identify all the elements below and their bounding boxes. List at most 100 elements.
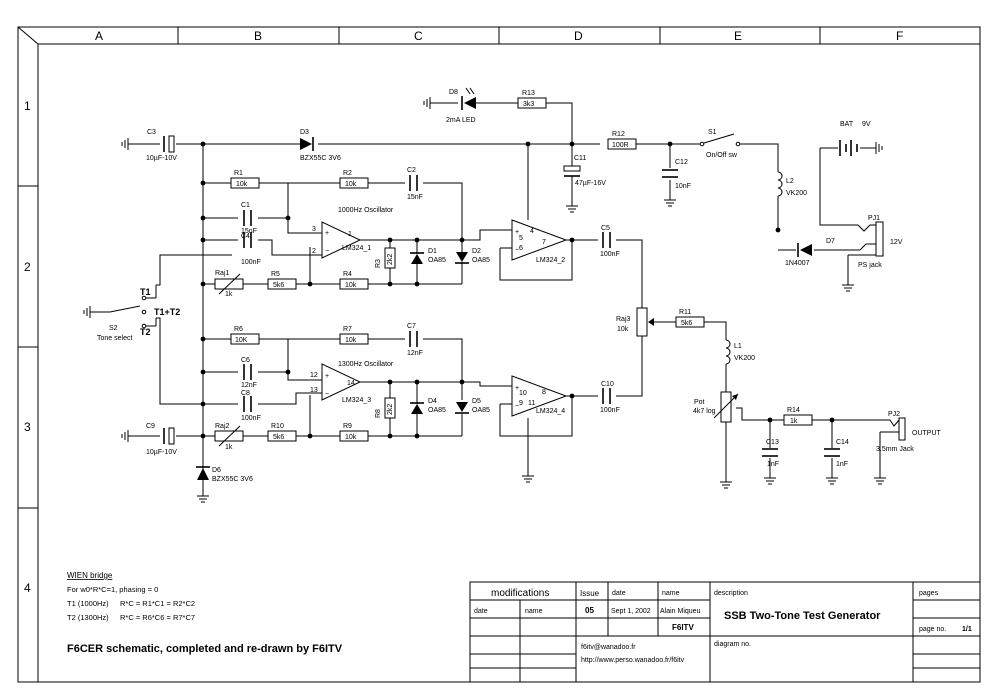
d3-zener-diode: D3 BZX55C 3V6: [300, 129, 341, 162]
r5-resistor: R5 5k6: [267, 271, 297, 290]
d1-ref: D1: [428, 248, 437, 255]
raj3-trimmer: Raj3 10k: [616, 307, 654, 337]
c3-value: 10µF-10V: [146, 155, 177, 162]
wien-bridge-notes: WIEN bridge For w0*R*C=1, phasing = 0 T1…: [67, 571, 343, 655]
svg-text:+: +: [515, 385, 519, 392]
pj2-out: OUTPUT: [912, 430, 942, 437]
svg-text:−: −: [325, 248, 329, 255]
tb-pages-header: pages: [919, 590, 939, 597]
c9-ref: C9: [146, 423, 155, 430]
c3-capacitor: C3 10µF-10V: [146, 129, 177, 162]
r7-value: 10k: [345, 337, 357, 344]
r9-ref: R9: [343, 423, 352, 430]
d4-diode: D4 OA85: [410, 398, 446, 414]
osc2-chip: LM324_3: [342, 397, 371, 404]
zone-col-d: D: [574, 29, 583, 43]
raj3-ref: Raj3: [616, 316, 631, 323]
osc1-pin-out: 1: [348, 231, 352, 238]
l2-value: VK200: [786, 190, 807, 197]
pot-volume: Pot 4k7 log: [693, 391, 739, 423]
c4-capacitor: C4 100nF: [241, 232, 261, 266]
u2-pin-5: 5: [519, 235, 523, 242]
c8-capacitor: C8 100nF: [241, 390, 261, 422]
bat-ref: BAT: [840, 121, 854, 128]
notes-line3b: R*C = R6*C6 = R7*C7: [120, 613, 195, 622]
ground-symbols: [83, 97, 886, 503]
zone-row-1: 1: [24, 99, 31, 113]
s2-t1: T1: [140, 287, 151, 297]
raj2-trimmer: Raj2 1k: [214, 423, 244, 451]
c11-ref: C11: [574, 155, 586, 162]
d5-diode: D5 OA85: [455, 398, 490, 414]
c12-ref: C12: [675, 159, 688, 166]
d3-value: BZX55C 3V6: [300, 155, 341, 162]
tb-pageno-header: page no.: [919, 626, 946, 633]
c9-capacitor: C9 10µF-10V: [146, 423, 177, 456]
c9-value: 10µF-10V: [146, 449, 177, 456]
c2-value: 15nF: [407, 194, 423, 201]
d5-ref: D5: [472, 398, 481, 405]
bat-battery: BAT 9V: [839, 121, 871, 156]
pot-value: 4k7 log: [693, 408, 716, 415]
c14-value: 1nF: [836, 461, 848, 468]
d1-value: OA85: [428, 257, 446, 264]
r4-value: 10k: [345, 282, 357, 289]
r3-ref: R3: [375, 259, 382, 268]
osc2-pin-minus: 13: [310, 387, 318, 394]
c8-ref: C8: [241, 390, 250, 397]
r2-value: 10k: [345, 181, 357, 188]
d7-diode: D7 1N4007: [785, 238, 835, 267]
d7-ref: D7: [826, 238, 835, 245]
r14-resistor: R14 1k: [783, 407, 813, 426]
d6-value: BZX55C 3V6: [212, 476, 253, 483]
r14-value: 1k: [790, 418, 798, 425]
tb-pageno: 1/1: [962, 626, 972, 633]
pj2-output-jack: PJ2 OUTPUT 3.5mm Jack: [876, 411, 942, 453]
lm324-4-opamp: + − 10 9 11 8 LM324_4: [511, 375, 568, 417]
raj1-ref: Raj1: [215, 270, 230, 277]
c5-value: 100nF: [600, 251, 620, 258]
tb-callsign: F6ITV: [672, 623, 694, 632]
svg-text:−: −: [515, 403, 519, 410]
c5-ref: C5: [601, 225, 610, 232]
c6-ref: C6: [241, 357, 250, 364]
d6-ref: D6: [212, 467, 221, 474]
u4-pin-11: 11: [528, 400, 535, 407]
c12-capacitor: C12 10nF: [662, 159, 691, 190]
r6-value: 10K: [235, 337, 248, 344]
raj1-value: 1k: [225, 291, 233, 298]
raj2-value: 1k: [225, 444, 233, 451]
tb-name-header: name: [525, 608, 543, 615]
c10-ref: C10: [601, 381, 614, 388]
u4-pin-10: 10: [519, 390, 527, 397]
l1-ref: L1: [734, 343, 742, 350]
notes-line2b: R*C = R1*C1 = R2*C2: [120, 599, 195, 608]
r1-resistor: R1 10k: [230, 170, 260, 189]
r9-resistor: R9 10k: [339, 423, 369, 442]
pj1-ref: PJ1: [868, 215, 880, 222]
tb-date2-header: date: [612, 590, 626, 597]
pj1-voltage: 12V: [890, 239, 903, 246]
svg-text:+: +: [325, 373, 329, 380]
c4-value: 100nF: [241, 259, 261, 266]
d2-value: OA85: [472, 257, 490, 264]
u4-pin-9: 9: [519, 400, 523, 407]
c7-value: 12nF: [407, 350, 423, 357]
r4-ref: R4: [343, 271, 352, 278]
r10-ref: R10: [271, 423, 284, 430]
c6-capacitor: C6 12nF: [241, 357, 257, 389]
d8-ref: D8: [449, 89, 458, 96]
pj2-ref: PJ2: [888, 411, 900, 418]
zone-col-b: B: [254, 29, 262, 43]
lm324-3-opamp: + − 12 13 14 1300Hz Oscillator LM324_3: [310, 361, 394, 404]
r10-resistor: R10 5k6: [267, 423, 297, 442]
c7-ref: C7: [407, 323, 416, 330]
notes-line1: For w0*R*C=1, phasing = 0: [67, 585, 158, 594]
lm324-1-opamp: + − 3 2 1 1000Hz Oscillator LM324_1: [312, 207, 394, 259]
r8-resistor: R8 2k2: [375, 397, 396, 419]
c8-value: 100nF: [241, 415, 261, 422]
pj2-value: 3.5mm Jack: [876, 446, 914, 453]
r6-resistor: R6 10K: [230, 326, 260, 345]
c11-capacitor: C11 47µF-16V: [563, 155, 606, 188]
